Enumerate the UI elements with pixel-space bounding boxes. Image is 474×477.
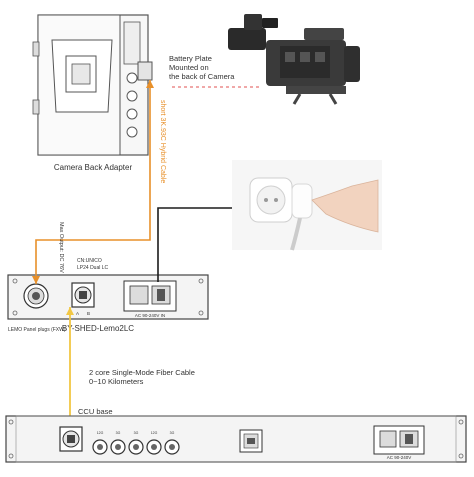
power-plug-socket-icon	[232, 160, 382, 251]
network-port-icon	[239, 429, 263, 453]
lemo-connector-line-2: LP24 Dual LC	[77, 265, 109, 271]
hybrid-cable-line	[35, 80, 151, 284]
battery-plate-line-3: the back of Camera	[169, 72, 235, 81]
lemo-panel-unit: A B AC 90-240V IN BY-SHED-Lemo2LC LEMO P…	[7, 258, 209, 333]
sub-label-a: A	[76, 311, 79, 316]
bnc-label-4: 12G	[151, 431, 158, 435]
hybrid-cable-arrow-top	[146, 80, 154, 88]
ac-in-label: AC 90-240V IN	[135, 313, 165, 318]
bnc-label-2: 3G	[116, 431, 121, 435]
battery-plate-line-1: Battery Plate	[169, 54, 212, 63]
fiber-connector-icon: A B	[71, 282, 95, 316]
model-label: BY-SHED-Lemo2LC	[62, 324, 134, 333]
ccu-ac-label: AC 90-240V	[387, 455, 412, 460]
bnc-label-1: 12G	[97, 431, 104, 435]
battery-plate-note: Battery Plate Mounted on the back of Cam…	[169, 54, 262, 88]
hybrid-cable-arrow-bottom	[32, 276, 40, 284]
hybrid-cable-label: short 3K.93C Hybrid Cable	[159, 100, 166, 183]
ccu-fiber-connector-icon	[59, 426, 83, 452]
fiber-cable-line-1: 2 core Single-Mode Fiber Cable	[89, 368, 195, 377]
max-output-label: Max Output: DC 76V	[58, 222, 64, 273]
fiber-cable-arrow-top	[66, 307, 74, 315]
camera-back-adapter-label: Camera Back Adapter	[54, 163, 133, 172]
ccu-base-label: CCU base	[78, 407, 113, 416]
bnc-label-3: 3G	[134, 431, 139, 435]
lemo-panel-label: LEMO Panel plugs (FXW)	[8, 327, 66, 333]
ccu-power-inlet-icon: AC 90-240V	[373, 425, 425, 460]
power-cable-line	[157, 207, 232, 282]
power-inlet-icon: AC 90-240V IN	[123, 280, 177, 318]
ccu-base-unit: CCU base 12G 3G 3G 12G 3G	[5, 407, 467, 463]
battery-plate-line-2: Mounted on	[169, 63, 209, 72]
sub-label-b: B	[87, 311, 90, 316]
camera-back-adapter: Camera Back Adapter	[32, 14, 153, 172]
cinema-camera-icon	[228, 14, 360, 105]
bnc-connector-row: 12G 3G 3G 12G 3G	[92, 431, 180, 455]
lemo-connector-line-1: CN:UNICO	[77, 258, 102, 264]
fiber-cable-line-2: 0~10 Kilometers	[89, 377, 144, 386]
bnc-label-5: 3G	[170, 431, 175, 435]
lemo-connector-icon	[23, 283, 49, 309]
